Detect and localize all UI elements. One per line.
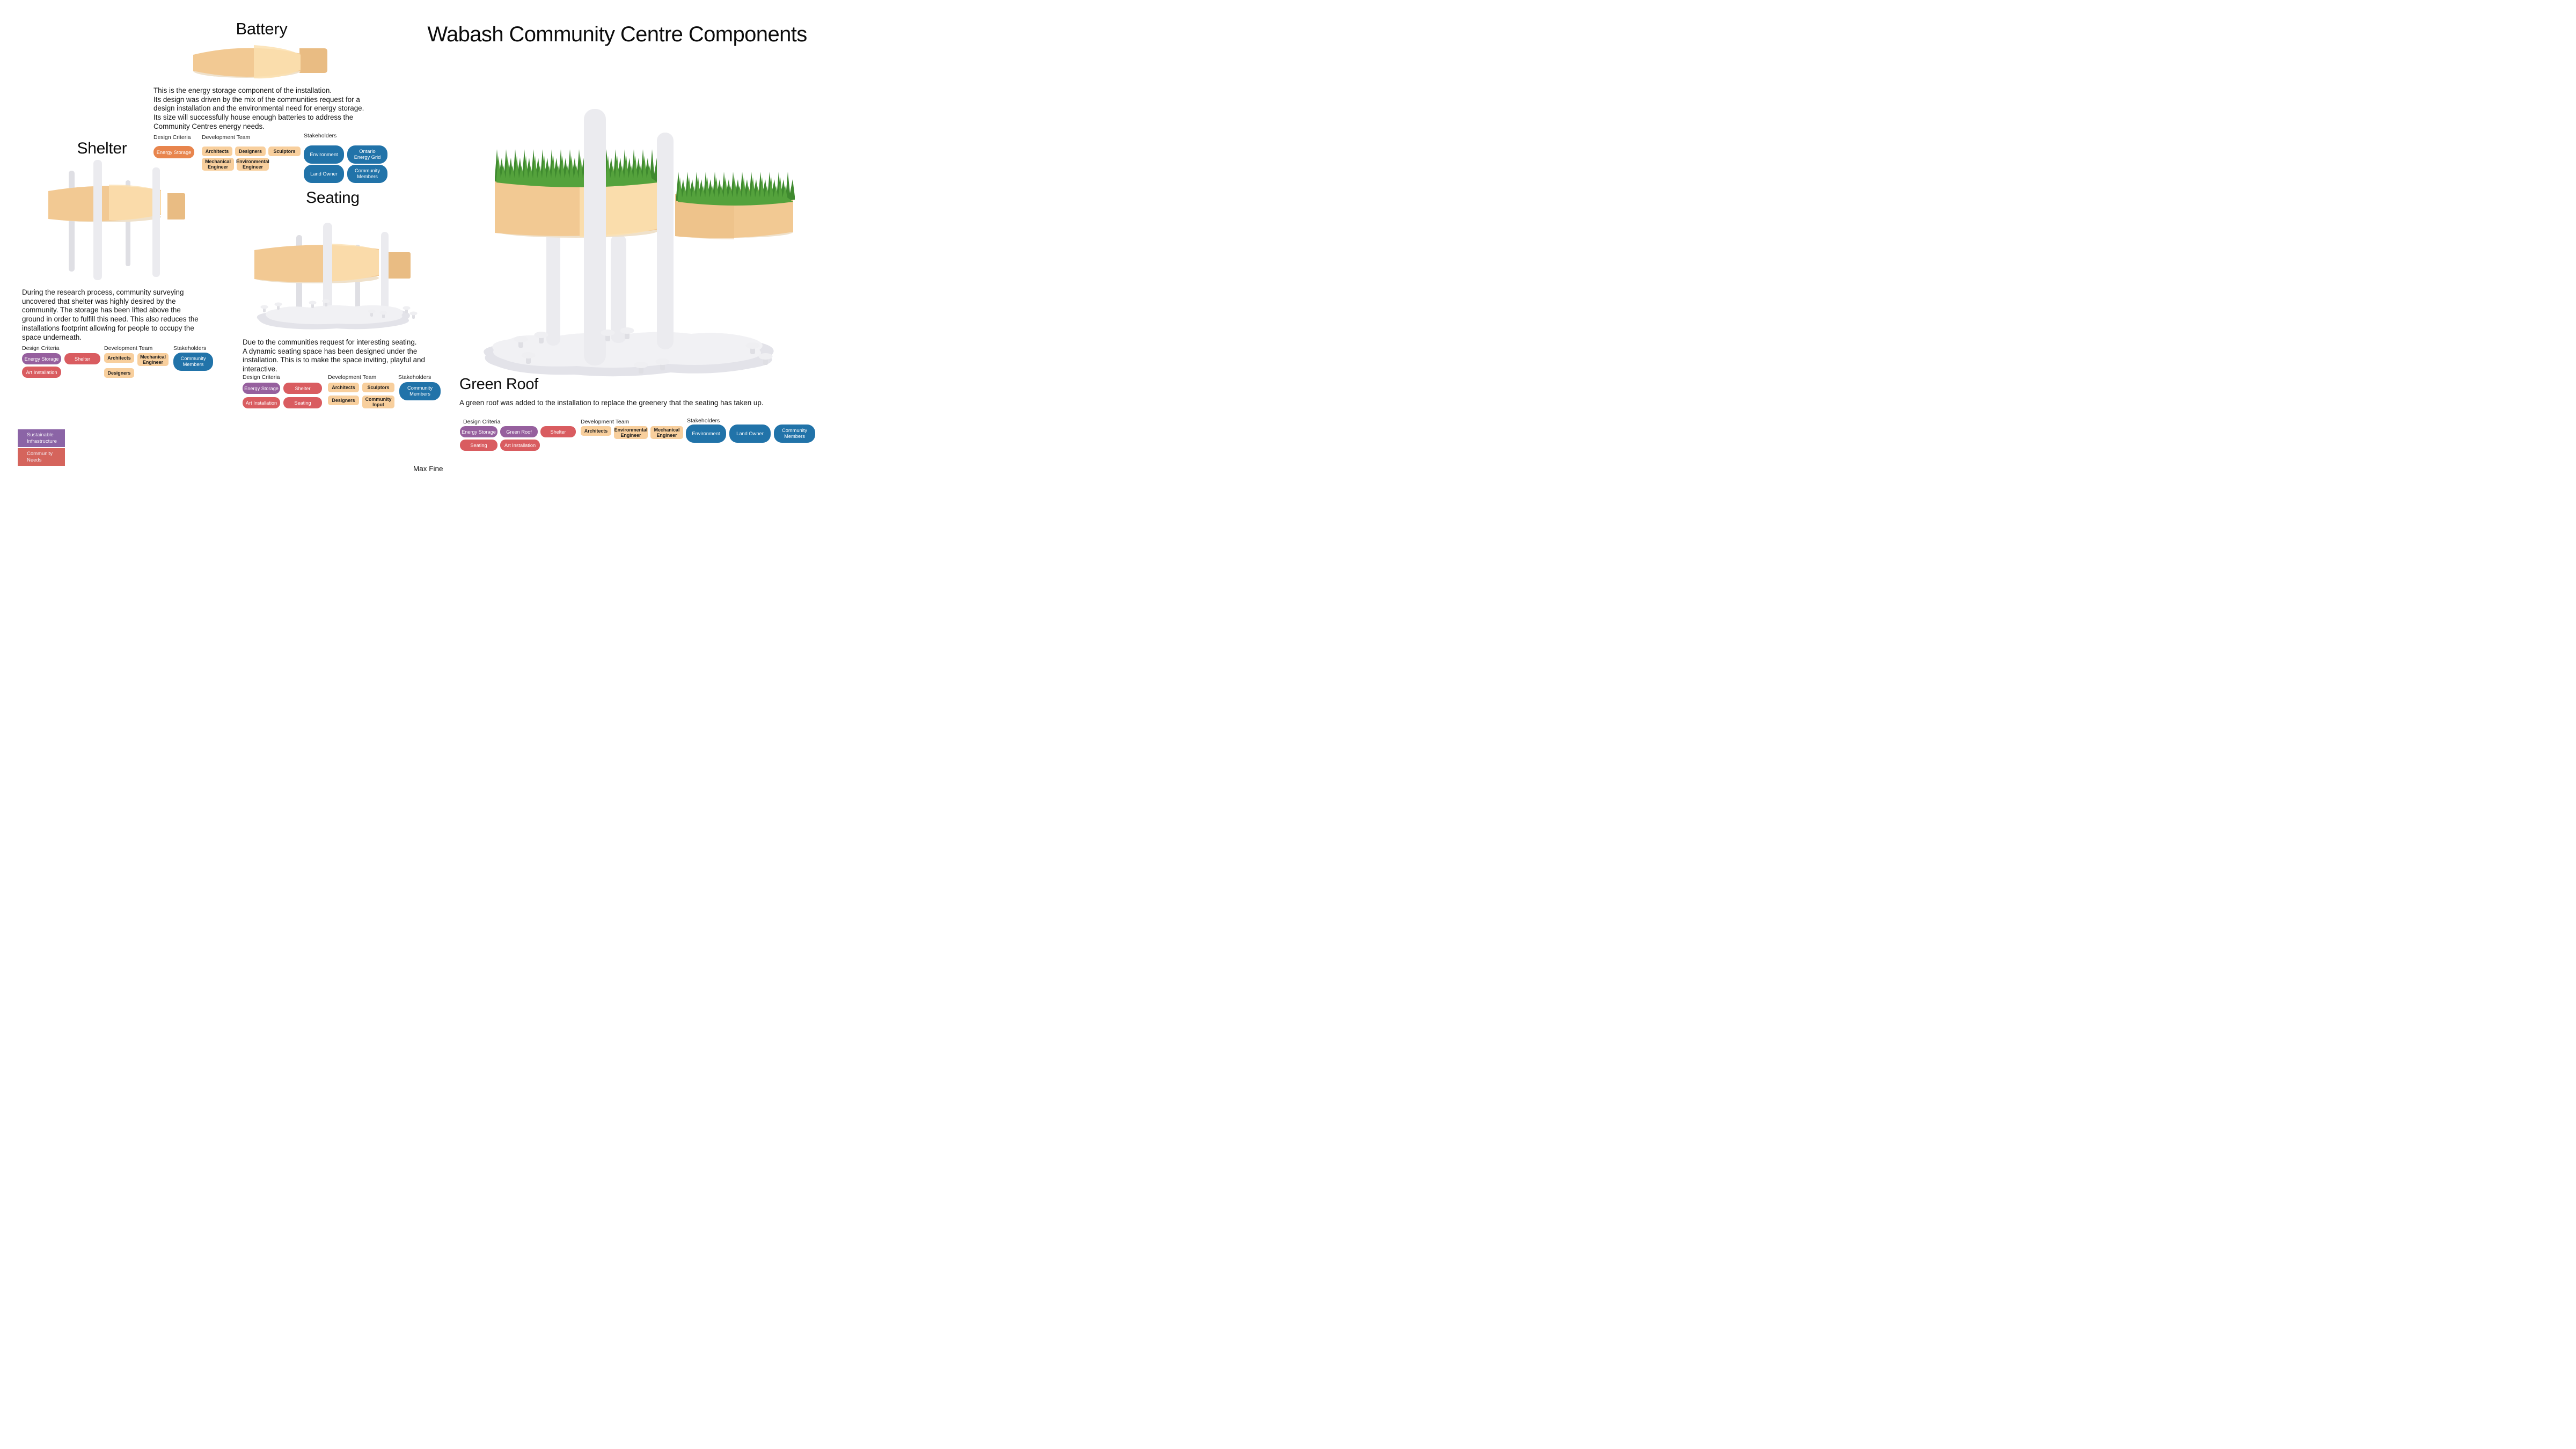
shelter-stakeholders-pills: Community Members [173, 353, 216, 371]
pill-community-members: Community Members [347, 165, 387, 183]
green-roof-render [484, 109, 795, 377]
pill-ontario-energy-grid: Ontario Energy Grid [347, 145, 387, 164]
pill-art-installation: Art Installation [243, 397, 280, 408]
green-roof-heading: Green Roof [459, 376, 538, 393]
seating-design-criteria-pills: Energy Storage Shelter Art Installation … [243, 383, 323, 408]
battery-heading: Battery [236, 19, 288, 38]
green-roof-description: A green roof was added to the installati… [459, 399, 764, 407]
battery-development-team-label: Development Team [202, 134, 251, 141]
shelter-front-pillars [93, 160, 160, 280]
seating-stakeholders-pills: Community Members [399, 382, 443, 400]
green-roof-grass-right [676, 172, 795, 206]
battery-development-team-pills: Architects Designers Sculptors Mechanica… [202, 147, 302, 171]
pill-architects: Architects [202, 147, 232, 156]
shelter-stakeholders-label: Stakeholders [173, 345, 207, 352]
seating-mushroom-stools [260, 299, 418, 319]
pill-art-installation: Art Installation [500, 440, 540, 451]
green-roof-stakeholders-pills: Environment Land Owner Community Members [686, 425, 819, 443]
pill-shelter: Shelter [64, 353, 100, 364]
battery-stakeholders-pills: Environment Ontario Energy Grid Land Own… [304, 145, 389, 183]
pill-community-members: Community Members [173, 353, 213, 371]
seating-stakeholders-label: Stakeholders [398, 374, 431, 380]
seating-development-team-pills: Architects Sculptors Designers Community… [328, 383, 396, 408]
shelter-development-team-label: Development Team [104, 345, 153, 352]
green-roof-stakeholders-label: Stakeholders [687, 418, 720, 424]
pill-energy-storage: Energy Storage [22, 353, 61, 364]
pill-community-input: Community Input [362, 396, 394, 408]
battery-design-criteria-pills: Energy Storage [153, 146, 202, 158]
pill-sculptors: Sculptors [362, 383, 394, 392]
pill-architects: Architects [328, 383, 359, 392]
pill-community-members: Community Members [774, 425, 815, 443]
shelter-development-team-pills: Architects Mechanical Engineer Designers [104, 353, 170, 378]
seating-description: Due to the communities request for inter… [243, 338, 425, 374]
green-roof-grass-main [495, 149, 659, 187]
pill-environmental-engineer: Environmental Engineer [614, 426, 648, 439]
shelter-description: During the research process, community s… [22, 288, 199, 341]
pill-energy-storage: Energy Storage [243, 383, 280, 394]
battery-description: This is the energy storage component of … [153, 86, 364, 130]
shelter-render [48, 160, 185, 280]
seating-development-team-label: Development Team [328, 374, 377, 380]
pill-land-owner: Land Owner [729, 425, 771, 443]
pill-shelter: Shelter [540, 426, 576, 437]
pill-mechanical-engineer: Mechanical Engineer [650, 426, 683, 439]
poster-canvas: Wabash Community Centre Components Batte… [0, 0, 859, 483]
battery-stakeholders-label: Stakeholders [304, 133, 337, 139]
legend-label: Community Needs [27, 451, 53, 463]
pill-land-owner: Land Owner [304, 165, 344, 183]
pill-designers: Designers [104, 368, 134, 378]
pill-environmental-engineer: Environmental Engineer [236, 158, 269, 171]
pill-designers: Designers [235, 147, 266, 156]
seating-heading: Seating [306, 189, 360, 207]
shelter-design-criteria-pills: Energy Storage Shelter Art Installation [22, 353, 101, 378]
pill-architects: Architects [104, 353, 134, 363]
pill-green-roof: Green Roof [500, 426, 538, 437]
pill-seating: Seating [460, 440, 497, 451]
pill-environment: Environment [686, 425, 726, 443]
page-title: Wabash Community Centre Components [427, 23, 807, 46]
pill-community-members: Community Members [399, 382, 441, 400]
battery-design-criteria-label: Design Criteria [153, 134, 191, 141]
green-roof-front-pillars [584, 109, 674, 365]
green-roof-design-criteria-label: Design Criteria [463, 419, 501, 425]
author-credit: Max Fine [413, 465, 443, 473]
pill-designers: Designers [328, 396, 359, 405]
legend-community-needs: Community Needs [18, 448, 65, 466]
seating-render [254, 223, 418, 330]
green-roof-development-team-label: Development Team [581, 419, 630, 425]
seating-front-pillars [323, 223, 389, 324]
pill-architects: Architects [581, 426, 611, 436]
green-roof-under-pillars [546, 226, 626, 346]
pill-sculptors: Sculptors [268, 147, 301, 156]
pill-art-installation: Art Installation [22, 367, 61, 378]
green-roof-mushroom-stools [514, 327, 773, 374]
shelter-design-criteria-label: Design Criteria [22, 345, 60, 352]
legend-sustainable-infrastructure: Sustainable Infrastructure [18, 429, 65, 447]
green-roof-design-criteria-pills: Energy Storage Green Roof Shelter Seatin… [460, 426, 579, 451]
pill-shelter: Shelter [283, 383, 322, 394]
shelter-heading: Shelter [77, 140, 127, 157]
battery-render [193, 45, 327, 79]
legend-label: Sustainable Infrastructure [27, 432, 57, 444]
pill-environment: Environment [304, 145, 344, 164]
pill-energy-storage: Energy Storage [153, 146, 194, 158]
pill-mechanical-engineer: Mechanical Engineer [137, 353, 169, 366]
pill-seating: Seating [283, 397, 322, 408]
seating-design-criteria-label: Design Criteria [243, 374, 280, 380]
pill-energy-storage: Energy Storage [460, 426, 497, 437]
green-roof-development-team-pills: Architects Environmental Engineer Mechan… [581, 426, 688, 439]
pill-mechanical-engineer: Mechanical Engineer [202, 158, 234, 171]
